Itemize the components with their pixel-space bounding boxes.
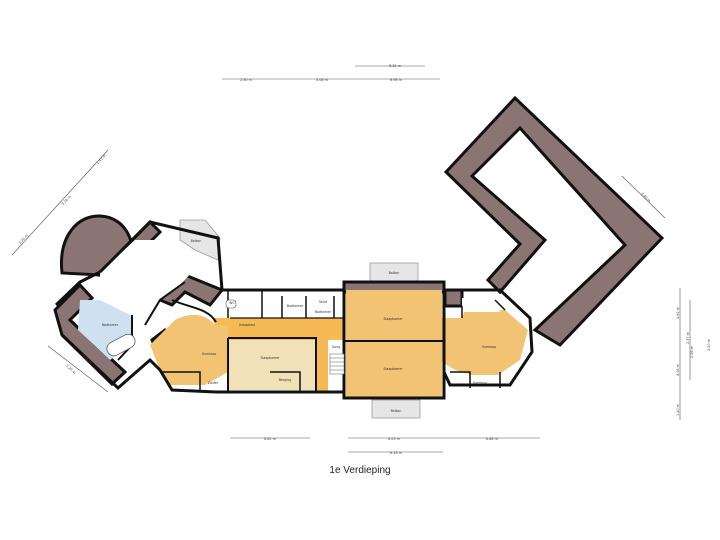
label-inloopkast: Inloopkast bbox=[239, 323, 256, 327]
dim-top-3: 6.98 m bbox=[390, 78, 403, 82]
label-berging: Berging bbox=[279, 378, 291, 382]
label-overloop-small: Overloop bbox=[473, 381, 487, 385]
label-slaapkamer-3: Slaapkamer bbox=[261, 356, 281, 360]
dim-bottom-3: 6.88 m bbox=[486, 437, 499, 441]
label-slaapkamer-1: Slaapkamer bbox=[384, 317, 404, 321]
dim-diag-ne: 3.40 m bbox=[640, 192, 652, 204]
floor-overloop-left bbox=[150, 314, 228, 385]
floor-gang bbox=[212, 318, 344, 392]
floor-slaapkamer-1 bbox=[346, 290, 442, 340]
label-badkamer-1: Badkamer bbox=[102, 323, 119, 327]
floor-right-hall bbox=[462, 298, 500, 312]
bathtub bbox=[106, 333, 136, 357]
floor-left-hall bbox=[100, 240, 205, 325]
dim-diag-sw-1: 5.36 m bbox=[81, 354, 93, 366]
dim-diag-nw-2: 3.30 m bbox=[18, 233, 30, 245]
dim-top-1: 2.30 m bbox=[240, 78, 253, 82]
dim-right-6: 1.40 m bbox=[676, 403, 680, 416]
roof-right-wing bbox=[443, 95, 665, 347]
label-gang: Gang bbox=[332, 345, 340, 349]
label-zolder: Zolder bbox=[208, 381, 219, 385]
label-overloop-right: Overloop bbox=[482, 345, 496, 349]
label-badkamer-2: Badkamer bbox=[287, 304, 304, 308]
dim-diag-sw-2: 3.20 m bbox=[65, 364, 77, 376]
bathtub-2 bbox=[225, 299, 237, 309]
label-dakterras: Balkon bbox=[191, 239, 202, 243]
floor-slaapkamer-3 bbox=[228, 338, 316, 390]
dim-bottom-2: 6.03 m bbox=[388, 437, 401, 441]
floor-slaapkamer-2 bbox=[346, 342, 442, 397]
dim-right-1: 4.62 m bbox=[676, 306, 680, 319]
floor-overloop-right bbox=[442, 310, 528, 375]
label-balkon-top: Balkon bbox=[389, 271, 400, 275]
label-balkon-bottom: Balkon bbox=[391, 409, 402, 413]
dim-right-4: 3.50 m bbox=[707, 338, 711, 351]
stairs bbox=[329, 353, 345, 375]
dim-right-2: 2.37 m bbox=[686, 331, 690, 344]
dim-diag-nw-3: 1.43 m bbox=[96, 153, 108, 165]
dim-bottom-1: 6.62 m bbox=[264, 437, 277, 441]
roof-right-wing-inner bbox=[443, 288, 464, 308]
label-toilet: Toilet bbox=[318, 300, 328, 304]
dim-top-4: 6.35 m bbox=[389, 64, 402, 68]
label-wc: WC bbox=[229, 301, 235, 305]
dim-right-3: 2.56 m bbox=[690, 345, 694, 358]
dim-top-2: 3.08 m bbox=[316, 78, 329, 82]
label-slaapkamer-2: Slaapkamer bbox=[384, 367, 404, 371]
dim-bottom-4: 6.16 m bbox=[390, 451, 403, 455]
dimension-lines bbox=[11, 65, 691, 453]
floor-inloopkast bbox=[230, 296, 344, 318]
label-overloop-left: Overloop bbox=[202, 352, 216, 356]
floor-title: 1e Verdieping bbox=[329, 465, 391, 476]
dim-right-5: 4.06 m bbox=[676, 363, 680, 376]
balkon-bottom bbox=[371, 399, 421, 419]
dim-diag-nw-1: 3.36 m bbox=[61, 194, 73, 206]
label-badkamer-3: Badkamer bbox=[315, 310, 332, 314]
